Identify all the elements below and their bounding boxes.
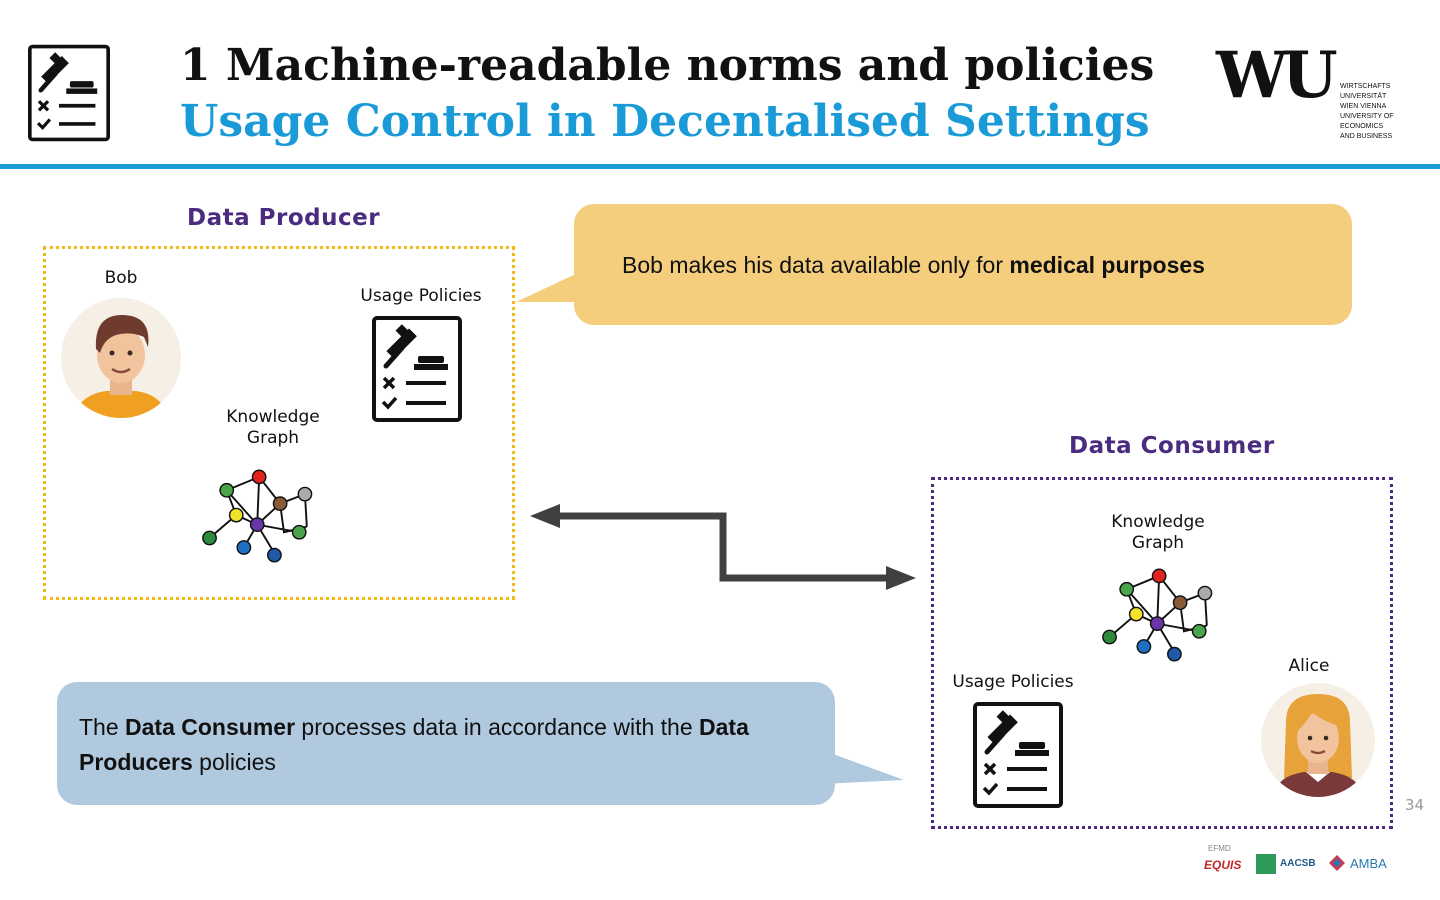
slide-subtitle: Usage Control in Decentalised Settings [180, 96, 1150, 147]
consumer-graph-label: Knowledge Graph [1111, 512, 1205, 553]
accreditation-logos: EFMD EQUIS AACSB AMBA [1190, 842, 1405, 882]
consumer-person-label: Alice [1288, 656, 1330, 676]
header-divider [0, 164, 1440, 169]
callout-top-pointer [514, 268, 584, 308]
consumer-knowledge-graph-icon [1100, 567, 1224, 665]
university-logo-text: WIRTSCHAFTS UNIVERSITÄT WIEN VIENNA UNIV… [1340, 83, 1394, 140]
callout-bottom-pointer [820, 746, 908, 788]
consumer-policy-icon [973, 702, 1063, 808]
producer-policy-icon [372, 316, 462, 422]
efmd-logo: EFMD [1208, 844, 1231, 853]
consumer-policies-label: Usage Policies [952, 672, 1074, 692]
consumer-box [931, 477, 1393, 829]
consumer-title: Data Consumer [1069, 433, 1275, 459]
amba-logo: AMBA [1350, 856, 1387, 871]
equis-logo: EQUIS [1204, 858, 1242, 872]
producer-box [43, 246, 515, 600]
producer-knowledge-graph-icon [200, 468, 324, 566]
university-logo: WU [1216, 38, 1338, 113]
aacsb-logo: AACSB [1280, 858, 1316, 869]
header-policy-icon [28, 43, 110, 143]
producer-person-label: Bob [104, 268, 138, 288]
alice-avatar [1260, 682, 1376, 798]
callout-bottom: The Data Consumer processes data in acco… [57, 682, 835, 805]
producer-title: Data Producer [187, 205, 381, 231]
bob-avatar [60, 297, 182, 419]
producer-graph-label: Knowledge Graph [226, 407, 320, 448]
aacsb-badge-icon [1256, 854, 1276, 874]
exchange-arrow [528, 500, 920, 596]
amba-badge-icon [1328, 854, 1346, 872]
page-number: 34 [1405, 796, 1425, 814]
callout-bottom-text: The Data Consumer processes data in acco… [79, 714, 749, 775]
callout-top: Bob makes his data available only for me… [574, 204, 1352, 325]
callout-top-text: Bob makes his data available only for me… [622, 252, 1205, 278]
slide-title: 1 Machine-readable norms and policies [180, 40, 1155, 91]
producer-policies-label: Usage Policies [360, 286, 482, 306]
